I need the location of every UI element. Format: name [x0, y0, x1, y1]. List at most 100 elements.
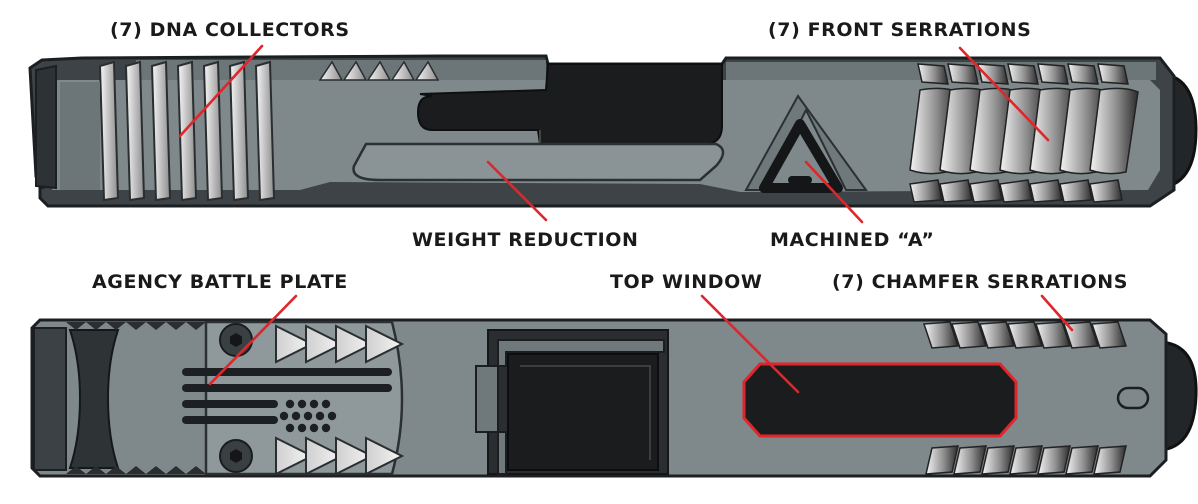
- front-serration-bottom: [909, 179, 943, 203]
- label-weight-reduction: WEIGHT REDUCTION: [412, 229, 639, 251]
- plate-dot: [321, 423, 331, 433]
- plate-dot: [297, 399, 307, 409]
- plate-triangle: [365, 436, 405, 476]
- side-front-serrations: [909, 63, 1139, 203]
- front-serration-bottom: [999, 179, 1033, 203]
- front-serration-top: [947, 63, 979, 85]
- rear-edge-tooth: [126, 466, 146, 474]
- front-serration-top: [1067, 63, 1099, 85]
- side-ejection-port: [416, 63, 723, 145]
- top-serration-tooth: [390, 60, 416, 81]
- plate-dot: [279, 411, 289, 421]
- dna-collector-groove: [254, 60, 276, 202]
- rear-edge-tooth: [66, 466, 86, 474]
- rear-edge-tooth: [166, 322, 186, 330]
- top-window: [742, 362, 1018, 438]
- front-serration-bottom: [1029, 179, 1063, 203]
- side-top-serrations: [318, 60, 440, 81]
- rear-edge-tooth: [86, 466, 106, 474]
- dna-collector-groove: [124, 60, 146, 202]
- side-weight-reduction-cut: [352, 142, 725, 182]
- label-front-serrations: (7) FRONT SERRATIONS: [768, 19, 1031, 41]
- plate-triangle: [275, 324, 315, 364]
- top-muzzle: [1158, 340, 1198, 452]
- side-dna-collectors: [60, 60, 276, 202]
- front-serration-bottom: [1089, 179, 1123, 203]
- leader-top-window: [700, 294, 800, 394]
- leader-front-serrations: [958, 46, 1050, 142]
- plate-dot: [291, 411, 301, 421]
- plate-dot: [297, 423, 307, 433]
- rear-edge-tooth: [86, 322, 106, 330]
- label-agency-battle-plate: AGENCY BATTLE PLATE: [92, 271, 348, 293]
- chamfer-serration: [981, 445, 1015, 475]
- front-serration-top: [1007, 63, 1039, 85]
- chamfer-serration: [925, 445, 959, 475]
- chamfer-serration: [1034, 321, 1072, 349]
- rear-edge-tooth: [66, 322, 86, 330]
- chamfer-serration: [1009, 445, 1043, 475]
- front-serration: [1089, 87, 1139, 175]
- top-serration-tooth: [318, 60, 344, 81]
- plate-dot: [327, 411, 337, 421]
- plate-dot: [285, 399, 295, 409]
- top-plate-stripes: [182, 368, 392, 424]
- rear-edge-tooth: [106, 466, 126, 474]
- plate-triangle: [365, 324, 405, 364]
- chamfer-serration: [1090, 321, 1128, 349]
- plate-triangle: [335, 324, 375, 364]
- plate-dot: [303, 411, 313, 421]
- leader-lines: [178, 44, 1074, 394]
- rear-edge-tooth: [146, 322, 166, 330]
- rear-edge-tooth: [126, 322, 146, 330]
- plate-stripe: [182, 400, 278, 408]
- top-plate-screw-lower: [219, 439, 253, 473]
- top-serration-tooth: [342, 60, 368, 81]
- dna-collector-groove: [202, 60, 224, 202]
- rear-edge-tooth: [186, 466, 206, 474]
- plate-triangle: [335, 436, 375, 476]
- front-serration-top: [977, 63, 1009, 85]
- plate-stripe: [182, 416, 278, 424]
- top-rear-band: [33, 327, 67, 471]
- plate-stripe: [182, 384, 392, 392]
- front-serration-top: [1037, 63, 1069, 85]
- callout-labels: (7) DNA COLLECTORS (7) FRONT SERRATIONS …: [92, 19, 1127, 293]
- leader-weight-reduction: [486, 160, 548, 222]
- chamfer-serration: [1093, 445, 1127, 475]
- top-plate-triangles: [275, 324, 405, 476]
- dna-collector-groove: [150, 60, 172, 202]
- rear-edge-tooth: [146, 466, 166, 474]
- leader-chamfer-serrations: [1040, 294, 1074, 332]
- dna-collector-rear-face: [60, 82, 100, 190]
- chamfer-serration: [978, 321, 1016, 349]
- chamfer-serration: [1037, 445, 1071, 475]
- top-serration-tooth: [414, 60, 440, 81]
- leader-battle-plate: [208, 294, 298, 386]
- side-view: [28, 54, 1198, 208]
- side-machined-a-logo: [744, 94, 868, 193]
- top-rear-edge-teeth: [66, 322, 206, 474]
- rear-edge-tooth: [186, 322, 206, 330]
- front-serration-top: [1097, 63, 1129, 85]
- chamfer-serration: [953, 445, 987, 475]
- plate-dot: [309, 423, 319, 433]
- front-serration-bottom: [969, 179, 1003, 203]
- chamfer-serration: [1006, 321, 1044, 349]
- rear-edge-tooth: [166, 466, 186, 474]
- label-top-window: TOP WINDOW: [610, 271, 762, 293]
- label-dna-collectors: (7) DNA COLLECTORS: [110, 19, 350, 41]
- top-plate-dots: [279, 399, 337, 433]
- plate-triangle: [305, 436, 345, 476]
- dna-collector-groove: [98, 60, 120, 202]
- top-front-pin: [1116, 386, 1150, 410]
- top-view: [30, 318, 1198, 478]
- plate-triangle: [275, 436, 315, 476]
- dna-collector-groove: [176, 60, 198, 202]
- top-battle-plate: [204, 320, 404, 476]
- rear-edge-tooth: [106, 322, 126, 330]
- plate-stripe: [182, 368, 392, 376]
- chamfer-serration: [950, 321, 988, 349]
- chamfer-serration: [1065, 445, 1099, 475]
